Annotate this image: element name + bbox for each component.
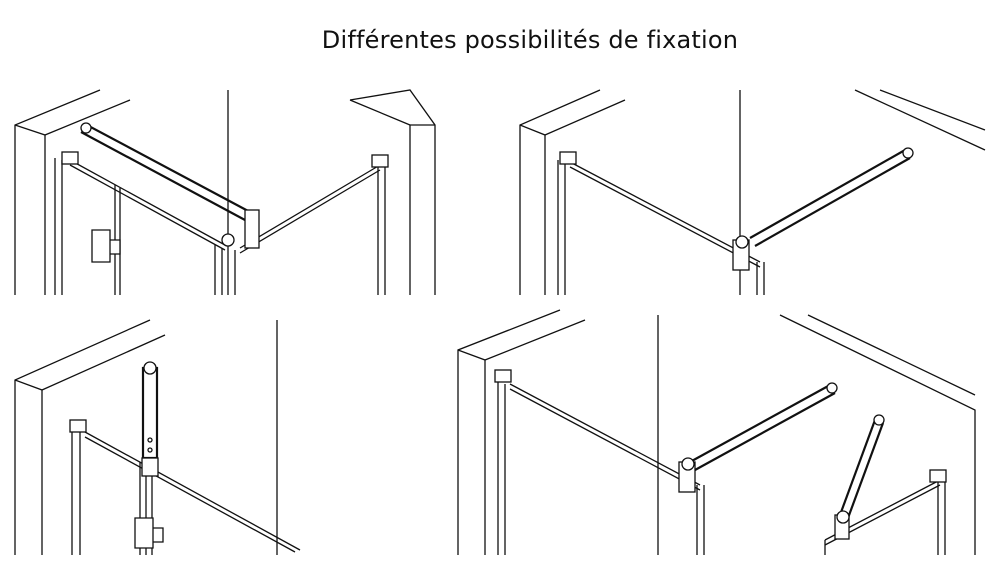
panel-vertical-ceiling-bar xyxy=(14,319,301,555)
panel-two-bars-angled xyxy=(457,309,976,555)
diagram-title: Différentes possibilités de fixation xyxy=(321,26,739,54)
panel-corner-two-bars xyxy=(14,89,436,295)
panel-wall-to-glass-bar xyxy=(519,89,986,295)
